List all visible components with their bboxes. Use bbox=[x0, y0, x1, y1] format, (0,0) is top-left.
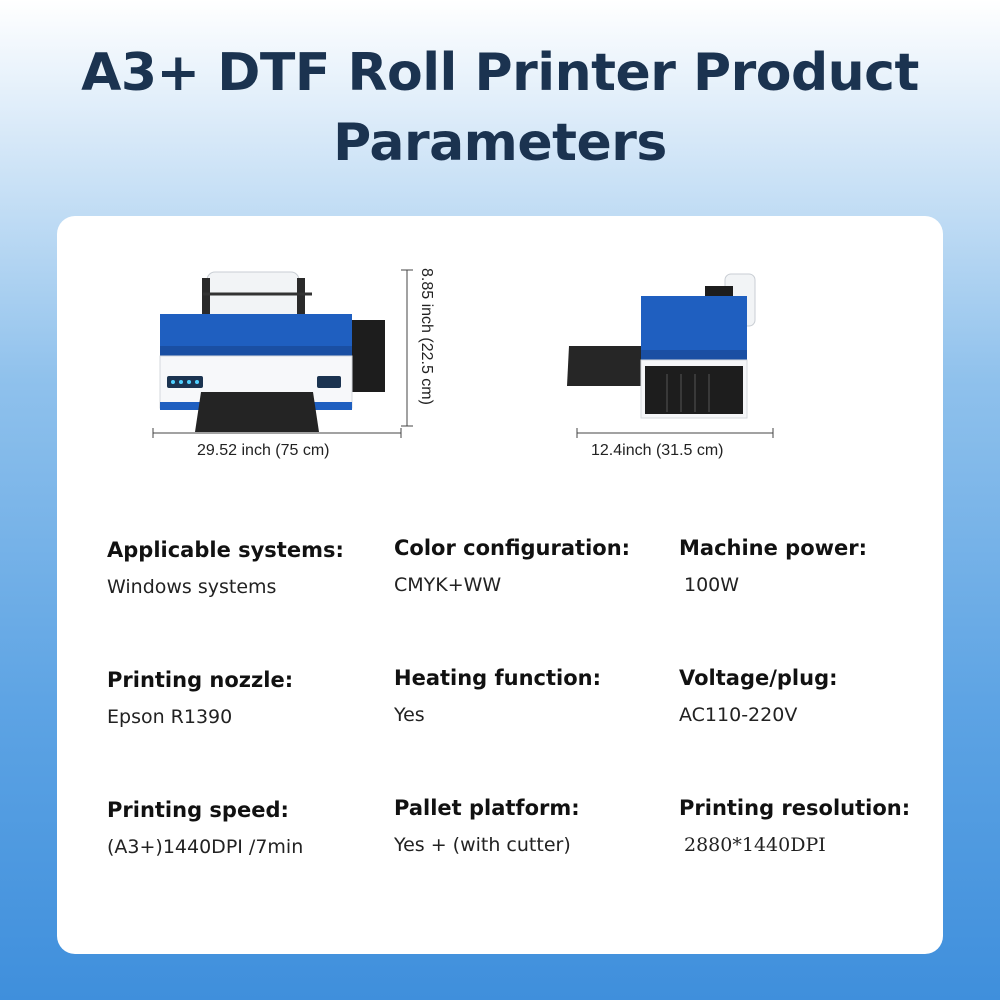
spec-value: Windows systems bbox=[107, 576, 277, 598]
spec-pallet-platform: Pallet platform: Yes + (with cutter) bbox=[394, 796, 580, 856]
spec-label: Heating function: bbox=[394, 666, 602, 690]
spec-value: Yes + (with cutter) bbox=[394, 834, 571, 856]
spec-printing-speed: Printing speed: (A3+)1440DPI /7min bbox=[107, 798, 303, 858]
spec-value: 100W bbox=[684, 574, 740, 596]
spec-value: Yes bbox=[394, 704, 425, 726]
spec-label: Applicable systems: bbox=[107, 538, 344, 562]
spec-applicable-systems: Applicable systems: Windows systems bbox=[107, 538, 344, 598]
spec-value: AC110-220V bbox=[679, 704, 798, 726]
spec-printing-nozzle: Printing nozzle: Epson R1390 bbox=[107, 668, 293, 728]
spec-label: Printing speed: bbox=[107, 798, 289, 822]
spec-label: Printing nozzle: bbox=[107, 668, 294, 692]
spec-value: 2880*1440DPI bbox=[684, 834, 826, 856]
side-depth-dimension: 12.4inch (31.5 cm) bbox=[591, 442, 724, 459]
title-line-2: Parameters bbox=[333, 113, 667, 173]
front-width-dimension: 29.52 inch (75 cm) bbox=[197, 442, 330, 459]
spec-printing-resolution: Printing resolution: 2880*1440DPI bbox=[679, 796, 910, 856]
parameters-card: 29.52 inch (75 cm) 8.85 inch (22.5 cm) 1… bbox=[57, 216, 943, 954]
spec-label: Pallet platform: bbox=[394, 796, 580, 820]
spec-value: (A3+)1440DPI /7min bbox=[107, 836, 304, 858]
spec-heating-function: Heating function: Yes bbox=[394, 666, 601, 726]
page-title: A3+ DTF Roll Printer Product Parameters bbox=[0, 38, 1000, 178]
spec-label: Color configuration: bbox=[394, 536, 631, 560]
spec-label: Voltage/plug: bbox=[679, 666, 838, 690]
spec-label: Machine power: bbox=[679, 536, 868, 560]
spec-label: Printing resolution: bbox=[679, 796, 911, 820]
spec-voltage-plug: Voltage/plug: AC110-220V bbox=[679, 666, 838, 726]
title-line-1: A3+ DTF Roll Printer Product bbox=[81, 43, 919, 103]
printer-front-view-image bbox=[152, 269, 774, 438]
spec-value: Epson R1390 bbox=[107, 706, 233, 728]
height-dimension: 8.85 inch (22.5 cm) bbox=[418, 268, 435, 405]
spec-color-configuration: Color configuration: CMYK+WW bbox=[394, 536, 630, 596]
spec-machine-power: Machine power: 100W bbox=[679, 536, 867, 596]
spec-value: CMYK+WW bbox=[394, 574, 502, 596]
